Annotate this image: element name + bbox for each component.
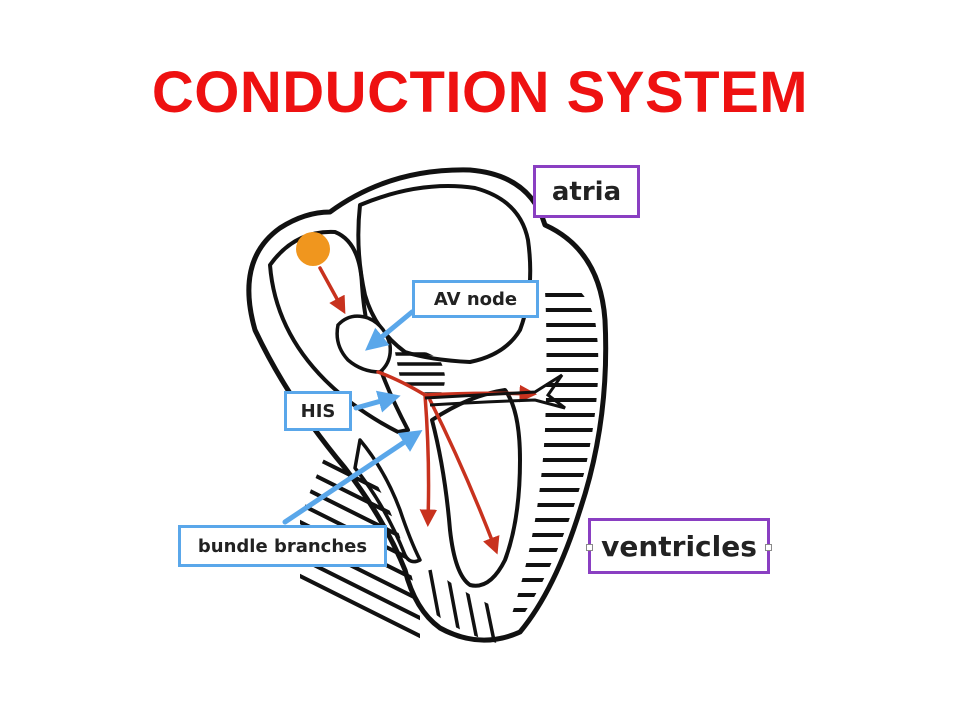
atria-label-text: atria bbox=[551, 176, 622, 207]
bundle-branches-label: bundle branches bbox=[178, 525, 387, 567]
right-branch-path-2 bbox=[428, 398, 500, 555]
label-arrows bbox=[282, 309, 423, 525]
ventricles-label-text: ventricles bbox=[601, 529, 757, 563]
right-branch-path-1 bbox=[419, 393, 438, 527]
resize-handle-left[interactable] bbox=[586, 544, 593, 551]
av-node-shape bbox=[335, 314, 393, 374]
av-node-label-text: AV node bbox=[433, 288, 518, 310]
apex-hatching bbox=[428, 569, 501, 645]
bundle-branch-structure bbox=[424, 373, 566, 410]
left-atrium bbox=[356, 184, 533, 364]
his-arrow bbox=[353, 390, 401, 413]
sa-node bbox=[296, 232, 330, 266]
atria-label: atria bbox=[533, 165, 640, 218]
bundle-branches-label-text: bundle branches bbox=[197, 535, 368, 557]
bundle-branches-arrow bbox=[282, 429, 423, 525]
left-ventricle bbox=[430, 388, 522, 588]
resize-handle-right[interactable] bbox=[765, 544, 772, 551]
av-node-label: AV node bbox=[412, 280, 539, 318]
ventricles-label: ventricles bbox=[586, 518, 772, 574]
sa-to-av-arrow bbox=[318, 266, 346, 315]
his-bundle-path bbox=[376, 370, 427, 397]
slide-title: CONDUCTION SYSTEM bbox=[151, 60, 809, 125]
his-label-text: HIS bbox=[300, 400, 336, 422]
his-label: HIS bbox=[284, 391, 352, 431]
av-node-arrow bbox=[365, 309, 415, 351]
